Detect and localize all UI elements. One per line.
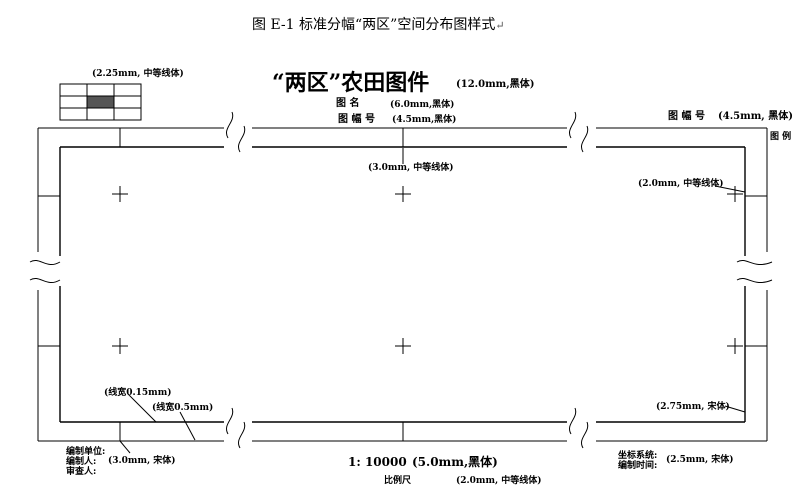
right-sheet-number-note: (4.5mm, 黑体) <box>718 111 793 122</box>
right-lower-annotation: (2.75mm, 宋体) <box>656 402 730 412</box>
map-name-label: 图 名 <box>336 98 360 109</box>
scale-text: 1: 10000 <box>348 455 407 469</box>
map-title: “两区”农田图件 <box>272 70 430 96</box>
index-diagram-note: (2.25mm, 中等线体) <box>92 69 184 79</box>
line-width-thin-annotation: (线宽0.15mm) <box>104 388 172 398</box>
figure-caption-text: 图 E-1 标准分幅“两区”空间分布图样式 <box>252 17 496 33</box>
scale-note: (5.0mm,黑体) <box>412 455 498 469</box>
sheet-number-label: 图 幅 号 <box>338 114 375 125</box>
footer-right-note: (2.5mm, 宋体) <box>666 455 734 465</box>
legend-label: 图 例 <box>770 132 792 142</box>
scale-bar-label: 比例尺 <box>384 476 412 486</box>
map-title-note: (12.0mm,黑体) <box>456 79 535 90</box>
line-width-thick-annotation: (线宽0.5mm) <box>152 403 214 413</box>
figure-caption: 图 E-1 标准分幅“两区”空间分布图样式↵ <box>252 18 505 32</box>
compile-time-label: 编制时间: <box>618 461 658 471</box>
index-diagram <box>59 83 142 121</box>
return-mark: ↵ <box>495 19 505 32</box>
right-sheet-number-label: 图 幅 号 <box>668 111 705 122</box>
compiling-unit-label: 编制单位: <box>66 447 106 457</box>
scale-bar-note: (2.0mm, 中等线体) <box>456 476 542 486</box>
inner-frame <box>59 146 746 423</box>
grid-crosses <box>112 186 743 354</box>
reviewer-label: 审查人: <box>66 467 97 477</box>
leader-lines <box>119 148 746 454</box>
outer-frame <box>37 127 768 442</box>
footer-left-note: (3.0mm, 宋体) <box>108 456 176 466</box>
margin-ticks <box>38 128 767 441</box>
map-name-note: (6.0mm,黑体) <box>390 100 455 110</box>
right-upper-annotation: (2.0mm, 中等线体) <box>638 179 724 189</box>
coordinate-system-label: 坐标系统: <box>618 451 658 461</box>
sheet-number-note: (4.5mm,黑体) <box>392 115 457 125</box>
top-center-annotation: (3.0mm, 中等线体) <box>368 163 454 173</box>
break-marks <box>29 111 773 449</box>
compiler-label: 编制人: <box>66 457 97 467</box>
